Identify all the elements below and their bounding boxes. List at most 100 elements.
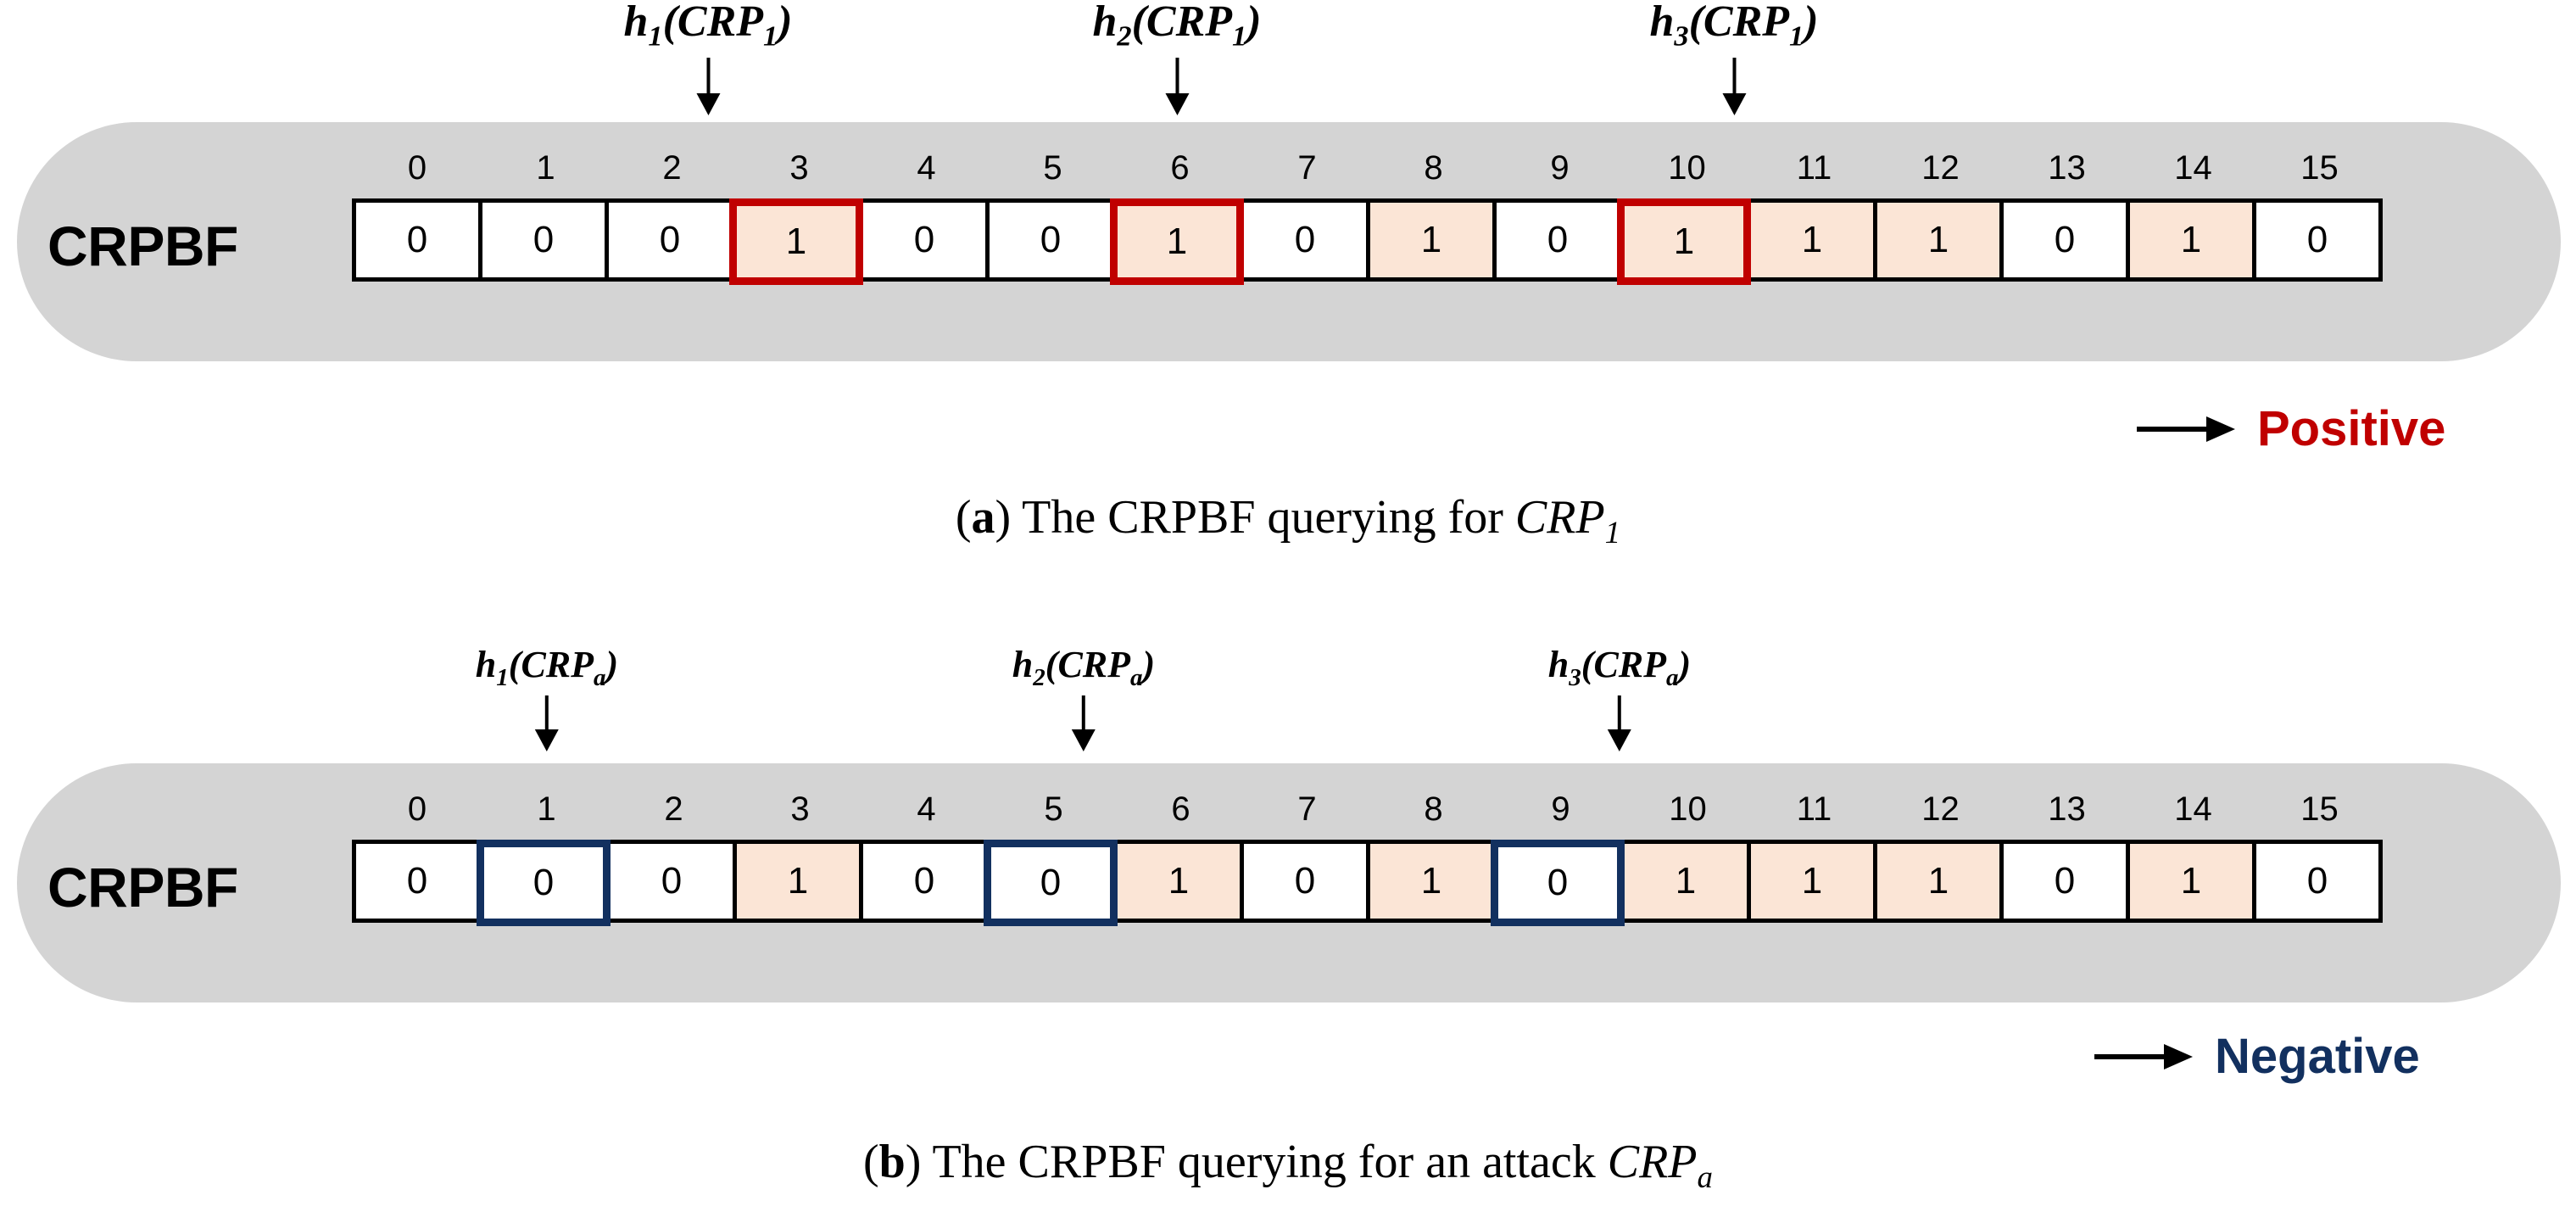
bit-cell[interactable]: 1 <box>1747 198 1877 282</box>
bit-cell[interactable]: 0 <box>985 198 1116 282</box>
bit-column-12: 12 1 <box>1873 149 2004 285</box>
bit-index-label: 12 <box>1921 790 1960 828</box>
bit-column-12: 12 1 <box>1873 790 2004 926</box>
bit-cell[interactable]: 1 <box>1113 840 1244 923</box>
bit-cell[interactable]: 1 <box>1747 840 1877 923</box>
bit-cell-highlighted[interactable]: 0 <box>477 840 611 926</box>
hash-fn-subscript: 2 <box>1033 663 1045 691</box>
down-arrow-icon <box>695 57 721 115</box>
right-arrow-icon <box>2137 416 2235 442</box>
bit-column-8: 8 1 <box>1366 151 1497 285</box>
bit-column-14: 14 1 <box>2126 149 2256 285</box>
bit-cell[interactable]: 0 <box>1240 198 1370 282</box>
bit-column-7: 7 0 <box>1240 792 1370 926</box>
bit-cell[interactable]: 0 <box>1999 198 2130 282</box>
bit-cell[interactable]: 0 <box>1999 840 2130 923</box>
bit-cell[interactable]: 0 <box>1492 198 1623 282</box>
hash-fn-name: h <box>475 644 497 685</box>
hash-function-label: h2(CRPa) <box>1012 644 1156 691</box>
hash-function-label: h1(CRPa) <box>475 644 619 691</box>
caption-math-base: CRP <box>1514 491 1605 544</box>
down-arrow-icon <box>1607 695 1632 751</box>
bit-cell[interactable]: 1 <box>1620 840 1751 923</box>
caption-math: CRP1 <box>1514 491 1620 550</box>
hash-fn-name: h <box>623 0 649 46</box>
bit-index-label: 12 <box>1921 149 1960 187</box>
bit-index-label: 1 <box>536 149 555 187</box>
bit-cell[interactable]: 0 <box>1240 840 1370 923</box>
verdict-label: Positive <box>2257 401 2446 456</box>
bit-index-label: 15 <box>2300 790 2339 828</box>
hash-arg-name: CRP <box>521 644 594 685</box>
bit-column-1: 1 0 <box>477 792 611 926</box>
bit-cell[interactable]: 0 <box>478 198 609 282</box>
hash-arg-name: CRP <box>677 0 764 46</box>
bit-cell-highlighted[interactable]: 1 <box>1110 198 1244 285</box>
bit-column-6: 6 1 <box>1110 149 1244 285</box>
bit-column-10: 10 1 <box>1617 149 1751 285</box>
bit-index-label: 5 <box>1043 149 1062 187</box>
bit-cell[interactable]: 0 <box>2252 840 2383 923</box>
hash-function-label: h2(CRP1) <box>1092 0 1261 51</box>
hash-label-group: h1(CRP1) <box>623 0 793 115</box>
bit-cell[interactable]: 0 <box>859 840 990 923</box>
bit-index-label: 8 <box>1424 790 1443 828</box>
hash-label-group: h2(CRP1) <box>1092 0 1262 115</box>
hash-arg-subscript: a <box>594 663 606 691</box>
down-arrow-icon <box>1164 57 1190 115</box>
bit-cell-highlighted[interactable]: 1 <box>729 198 863 285</box>
bit-cell-highlighted[interactable]: 0 <box>984 840 1118 926</box>
bit-index-label: 3 <box>790 790 810 828</box>
bit-cell[interactable]: 1 <box>733 840 863 923</box>
bit-column-9: 9 0 <box>1492 151 1623 285</box>
bit-column-5: 5 0 <box>985 149 1116 285</box>
bit-cell-highlighted[interactable]: 0 <box>1491 840 1625 926</box>
bit-cell[interactable]: 1 <box>2126 198 2256 282</box>
caption-tag-letter: b <box>878 1136 906 1188</box>
bit-index-label: 15 <box>2300 149 2339 187</box>
hash-function-label: h1(CRP1) <box>623 0 792 51</box>
hash-function-label: h3(CRPa) <box>1547 644 1692 691</box>
hash-fn-subscript: 1 <box>496 663 509 691</box>
bit-cell[interactable]: 0 <box>859 198 990 282</box>
bit-column-4: 4 0 <box>859 149 990 285</box>
bit-cell[interactable]: 0 <box>352 840 482 923</box>
hash-label-group: h3(CRP1) <box>1649 0 1819 115</box>
hash-arg-name: CRP <box>1593 644 1667 685</box>
caption-math-subscript: 1 <box>1604 515 1621 550</box>
bit-index-label: 14 <box>2174 149 2212 187</box>
bit-column-1: 1 0 <box>478 149 609 285</box>
bit-index-label: 11 <box>1796 149 1832 187</box>
hash-function-label: h3(CRP1) <box>1649 0 1818 51</box>
bit-cell[interactable]: 1 <box>1873 840 2004 923</box>
bit-index-label: 0 <box>407 790 427 828</box>
bit-column-4: 4 0 <box>859 792 990 926</box>
caption-text: The CRPBF querying for <box>1011 491 1515 544</box>
bit-cell[interactable]: 0 <box>352 198 482 282</box>
bit-index-label: 3 <box>789 149 809 187</box>
bit-cell[interactable]: 1 <box>1873 198 2004 282</box>
bit-column-15: 15 0 <box>2252 790 2383 926</box>
bit-cell-highlighted[interactable]: 1 <box>1617 198 1751 285</box>
bit-index-label: 4 <box>917 149 936 187</box>
bit-index-label: 6 <box>1170 149 1190 187</box>
caption-tag: (b) <box>862 1136 922 1188</box>
bit-cell[interactable]: 0 <box>605 198 735 282</box>
bit-cell[interactable]: 0 <box>2252 198 2383 282</box>
bit-column-5: 5 0 <box>984 792 1118 926</box>
verdict-label: Negative <box>2215 1029 2420 1084</box>
hash-fn-subscript: 1 <box>648 20 663 53</box>
bit-cell[interactable]: 0 <box>606 840 737 923</box>
bit-cell[interactable]: 1 <box>2126 840 2256 923</box>
bit-index-label: 13 <box>2048 790 2086 828</box>
bit-column-2: 2 0 <box>605 151 735 285</box>
hash-fn-subscript: 2 <box>1117 20 1132 53</box>
right-arrow-icon <box>2094 1043 2193 1069</box>
bit-index-label: 2 <box>664 790 683 828</box>
hash-fn-name: h <box>1012 644 1034 685</box>
bit-cell[interactable]: 1 <box>1366 840 1497 923</box>
bit-column-11: 11 1 <box>1747 792 1877 926</box>
bit-index-label: 10 <box>1668 149 1706 187</box>
bit-cell[interactable]: 1 <box>1366 198 1497 282</box>
